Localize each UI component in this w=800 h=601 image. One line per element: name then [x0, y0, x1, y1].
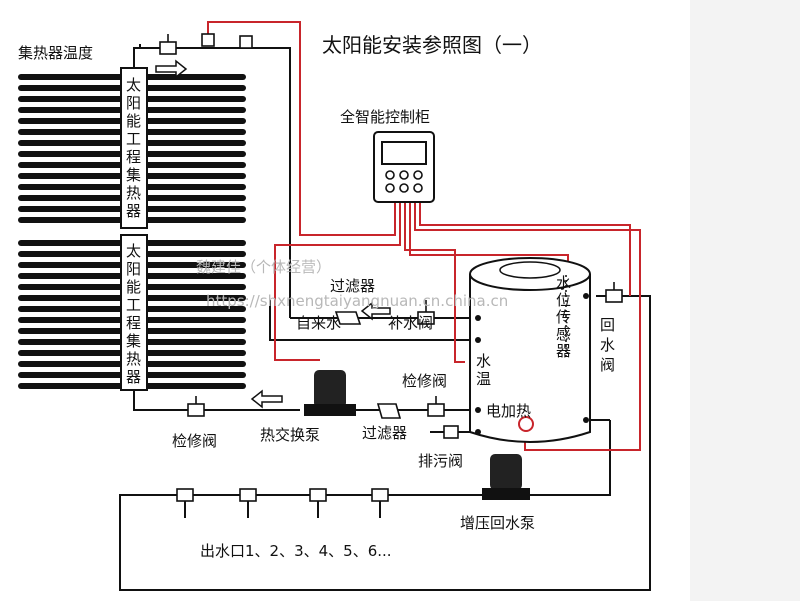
return-valve-label: 回水阀 [600, 316, 615, 374]
booster-pump-label: 增压回水泵 [460, 514, 535, 532]
valve-icon [159, 34, 177, 55]
right-margin-panel [690, 0, 800, 601]
outlet-tap [371, 488, 389, 518]
diagram-title: 太阳能安装参照图（一） [322, 33, 542, 57]
valve-icon [427, 396, 445, 417]
filter-bottom-icon [376, 403, 402, 419]
valve-icon [239, 35, 253, 49]
level-sensor-label: 水位传感器 [556, 274, 571, 360]
wire-heater [414, 200, 641, 451]
valves [159, 33, 623, 439]
water-pipes [119, 44, 651, 591]
filter-top-label: 过滤器 [330, 277, 375, 295]
collector-top [18, 67, 246, 229]
valve-icon [417, 300, 435, 325]
filter-bottom-label: 过滤器 [362, 424, 407, 442]
wire-collector-temp [207, 21, 396, 236]
collector-label-top: 太阳能工程集热器 [126, 76, 141, 220]
watermark-name: 魏建佳（个体经营） [196, 258, 331, 276]
valve-icon [443, 425, 459, 439]
filters [334, 311, 402, 419]
arrow-left-icon [250, 389, 283, 409]
controller-display [381, 141, 427, 165]
control-wires [207, 21, 641, 451]
outlets-label: 出水口1、2、3、4、5、6... [200, 542, 392, 560]
filter-top-icon [334, 311, 362, 325]
circulation-loop-pipe [119, 295, 651, 591]
service-valve-right-label: 检修阀 [402, 372, 447, 390]
outlet-tap [239, 488, 257, 518]
outlet-tap [176, 488, 194, 518]
controller-icon [373, 131, 435, 203]
tap-water-label: 自来水 [296, 314, 341, 332]
valve-icon [605, 282, 623, 303]
tank-icon [469, 257, 591, 443]
pump-icon [304, 370, 356, 416]
hot-water-pipe [133, 47, 291, 318]
drain-valve-label: 排污阀 [418, 452, 463, 470]
wire-water-temp [404, 200, 465, 363]
pump-icon [482, 454, 530, 500]
outlet-tap [309, 488, 327, 518]
collector-label-bottom: 太阳能工程集热器 [126, 242, 141, 386]
arrow-right-icon [155, 59, 188, 79]
collector-tubes [18, 74, 246, 223]
heater-element [518, 416, 534, 432]
watermark-url: https://shxnengtaiyangnuan.cn.china.cn [206, 292, 508, 310]
arrow-left-icon [360, 301, 391, 321]
collector-temp-label: 集热器温度 [18, 44, 93, 62]
wire-pump [274, 200, 401, 361]
water-temp-label: 水温 [476, 352, 491, 388]
controller-label: 全智能控制柜 [340, 108, 430, 126]
collector-bottom [18, 234, 246, 391]
valve-icon [201, 33, 215, 47]
wire-return-valve [419, 200, 631, 296]
valve-icon [187, 396, 205, 417]
tap-water-pipe [269, 300, 470, 341]
electric-heater-label: 电加热 [486, 402, 531, 420]
outlet-taps [176, 488, 389, 518]
service-valve-left-label: 检修阀 [172, 432, 217, 450]
makeup-valve-label: 补水阀 [388, 314, 433, 332]
heat-exchange-pump-label: 热交换泵 [260, 426, 320, 444]
collector-return-pipe [133, 390, 300, 411]
